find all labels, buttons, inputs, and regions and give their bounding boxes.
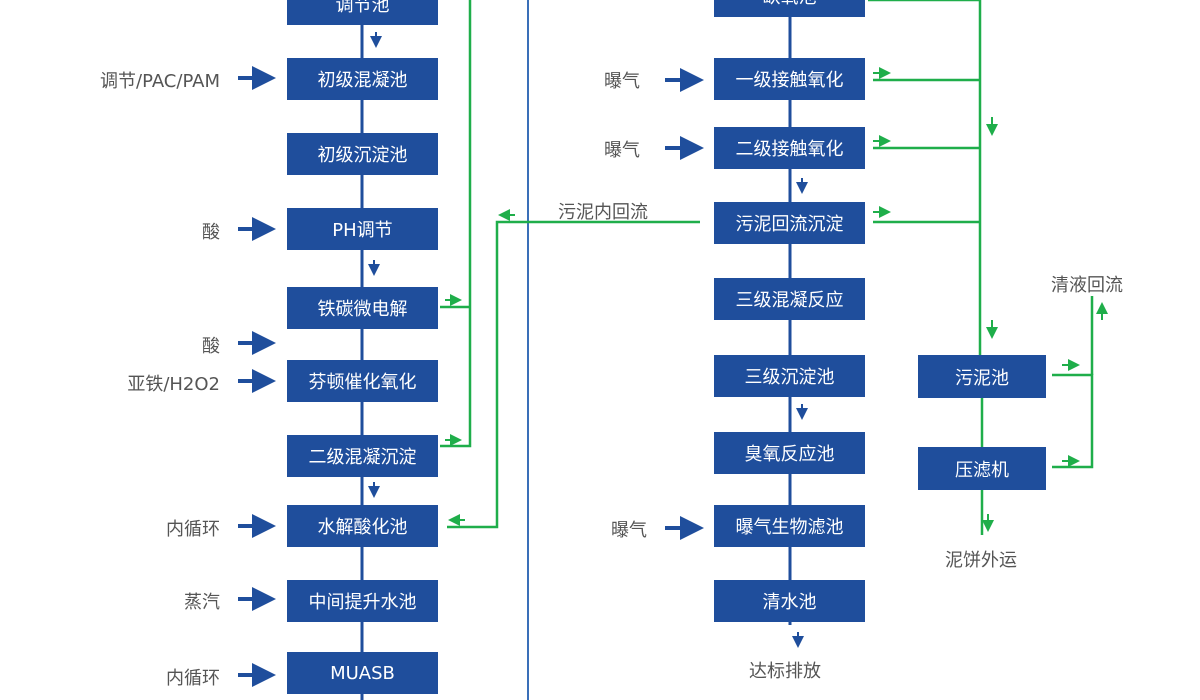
process-box: 水解酸化池 [287,505,438,547]
process-box: 一级接触氧化 [714,58,865,100]
input-label: 内循环 [166,668,220,689]
process-box: 曝气生物滤池 [714,505,865,547]
input-label: 亚铁/H2O2 [127,374,220,395]
process-box: 初级沉淀池 [287,133,438,175]
process-box: 二级接触氧化 [714,127,865,169]
aeration-label: 曝气 [604,71,640,92]
input-label: 内循环 [166,519,220,540]
process-box: 铁碳微电解 [287,287,438,329]
discharge-label: 达标排放 [749,661,821,682]
process-box: 三级沉淀池 [714,355,865,397]
sludge-return-label: 污泥内回流 [558,202,648,223]
aeration-label: 曝气 [604,140,640,161]
liquid-return-label: 清液回流 [1051,275,1123,296]
process-box: 中间提升水池 [287,580,438,622]
process-box: 臭氧反应池 [714,432,865,474]
input-label: 酸 [202,222,220,243]
process-box: MUASB [287,652,438,694]
process-box: PH调节 [287,208,438,250]
process-box: 三级混凝反应 [714,278,865,320]
input-label: 酸 [202,336,220,357]
input-label: 调节/PAC/PAM [100,71,220,92]
cake-out-label: 泥饼外运 [945,550,1017,571]
process-box: 初级混凝池 [287,58,438,100]
process-box: 污泥回流沉淀 [714,202,865,244]
process-box: 芬顿催化氧化 [287,360,438,402]
process-box-equalization-tank: 调节池 [287,0,438,25]
aeration-label: 曝气 [611,520,647,541]
process-box: 缺氧池 [714,0,865,17]
filter-press-box: 压滤机 [918,447,1046,490]
process-box: 二级混凝沉淀 [287,435,438,477]
input-label: 蒸汽 [184,592,220,613]
process-box: 清水池 [714,580,865,622]
sludge-tank-box: 污泥池 [918,355,1046,398]
